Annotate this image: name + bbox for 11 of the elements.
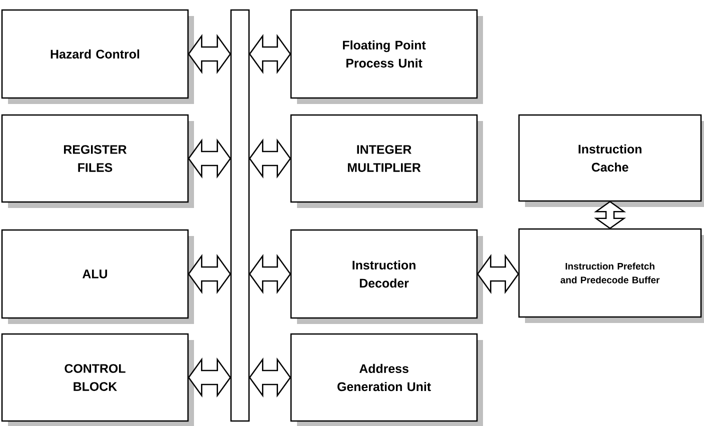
- block-box: INTEGER MULTIPLIER: [290, 114, 483, 208]
- block-box: CONTROL BLOCK: [1, 333, 194, 426]
- block-box: Address Generation Unit: [290, 333, 483, 426]
- block-box: Hazard Control: [1, 9, 194, 104]
- block-box: Instruction Prefetch and Predecode Buffer: [518, 228, 704, 323]
- bus-bar: [230, 9, 250, 422]
- block-box: Floating Point Process Unit: [290, 9, 483, 104]
- block-box: REGISTER FILES: [1, 114, 194, 208]
- block-box: Instruction Cache: [518, 114, 704, 207]
- block-box: ALU: [1, 229, 194, 324]
- block-box: Instruction Decoder: [290, 229, 483, 324]
